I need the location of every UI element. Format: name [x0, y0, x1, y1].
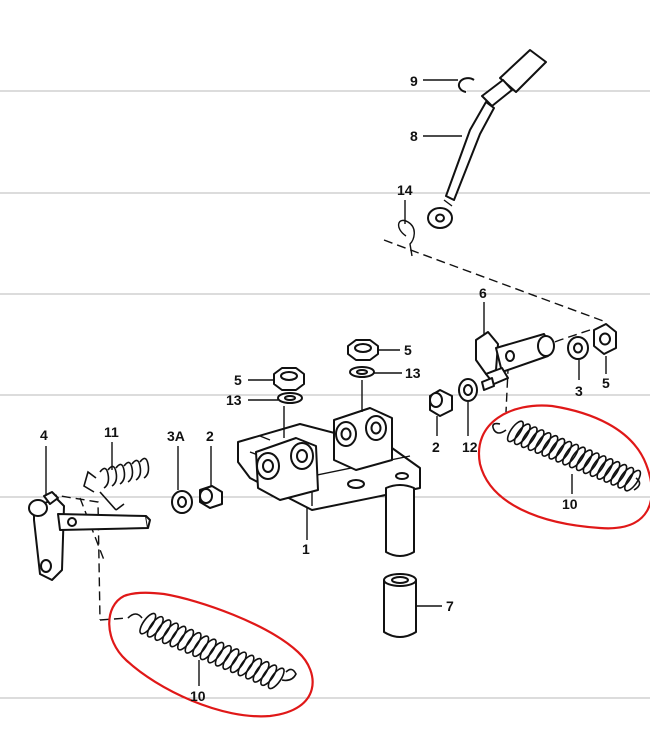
- spring-coil: [244, 657, 263, 680]
- spring-coil: [161, 622, 180, 645]
- spring-coil: [222, 648, 240, 671]
- callout-12: 12: [462, 439, 478, 455]
- spring-coil: [541, 434, 559, 457]
- lever-part: [475, 331, 555, 391]
- spring-coil: [252, 660, 270, 683]
- highlight-ring-right: [477, 404, 650, 530]
- callout-8: 8: [410, 128, 418, 144]
- callout-10-left: 10: [190, 688, 206, 704]
- spring-coil: [229, 651, 248, 674]
- callout-11: 11: [104, 424, 119, 440]
- spring-coil: [184, 631, 202, 654]
- spring-coil: [154, 619, 172, 642]
- pivot-lever-part: [28, 491, 151, 581]
- callout-4: 4: [40, 427, 48, 443]
- highlight-ring-left: [108, 591, 314, 718]
- spring-coil: [237, 654, 255, 677]
- leader-lines: [45, 79, 607, 686]
- spring-coil: [603, 460, 621, 483]
- bushing-center-part: [429, 389, 453, 417]
- spring-coil: [568, 446, 586, 469]
- spring-coil: [169, 625, 187, 648]
- callout-7: 7: [446, 598, 454, 614]
- spring-coil: [610, 463, 628, 486]
- tension-spring-left-part: [127, 612, 297, 690]
- spring-coil: [527, 429, 545, 452]
- spring-coil: [575, 449, 593, 472]
- callout-13-center: 13: [405, 365, 421, 381]
- nut-left-part: [273, 367, 305, 391]
- washer-3a-part: [171, 490, 193, 514]
- callout-3-right: 3: [575, 383, 583, 399]
- spring-coil: [506, 420, 524, 443]
- circlip-part: [457, 77, 475, 93]
- spring-coil: [214, 644, 232, 667]
- washer-left-part: [277, 392, 303, 404]
- spring-coil: [513, 423, 531, 446]
- spring-coil: [617, 466, 635, 489]
- spring-coil: [596, 458, 614, 480]
- callout-5-center: 5: [404, 342, 412, 358]
- spring-coil: [267, 667, 285, 690]
- torsion-spring-part: [83, 457, 150, 511]
- spring-coil: [534, 432, 552, 454]
- callout-3a: 3A: [167, 428, 185, 444]
- callout-1: 1: [302, 541, 310, 557]
- spring-coil: [589, 455, 607, 478]
- callout-5-left: 5: [234, 372, 242, 388]
- spring-coil: [624, 469, 642, 492]
- spring-coil: [199, 638, 217, 661]
- spring-coil: [207, 641, 225, 664]
- callout-2-center: 2: [432, 439, 440, 455]
- spring-coil: [548, 437, 566, 460]
- page-rules: [0, 90, 650, 699]
- spring-coil: [562, 443, 580, 466]
- callout-labels: 9 8 14 6 3 5 5 13 5 13 2 12 4 11 3A 2 1 …: [40, 73, 610, 704]
- callout-14: 14: [397, 182, 413, 198]
- washer-center-part: [349, 366, 375, 378]
- callout-6: 6: [479, 285, 487, 301]
- spring-clip-part: [398, 219, 415, 257]
- callout-2-left: 2: [206, 428, 214, 444]
- spring-coil: [260, 664, 278, 687]
- nut-center-part: [347, 339, 379, 361]
- spring-coil: [555, 440, 573, 463]
- callout-10-right: 10: [562, 496, 578, 512]
- spring-coil: [582, 452, 600, 475]
- callout-5-right: 5: [602, 375, 610, 391]
- spring-coil: [520, 426, 538, 449]
- spring-coil: [176, 628, 195, 651]
- callout-9: 9: [410, 73, 418, 89]
- main-bracket-part: [237, 380, 421, 557]
- washer-right-part: [567, 336, 589, 360]
- nut-right-part: [593, 323, 617, 355]
- spring-coil: [139, 612, 157, 635]
- washer-12-part: [458, 378, 478, 402]
- callout-13-left: 13: [226, 392, 242, 408]
- link-rod-part: [427, 49, 547, 229]
- tension-spring-right-part: [492, 420, 642, 492]
- spring-coil: [146, 615, 164, 638]
- spring-coil: [192, 635, 210, 658]
- sleeve-part: [383, 573, 417, 638]
- bushing-left-part: [199, 485, 223, 509]
